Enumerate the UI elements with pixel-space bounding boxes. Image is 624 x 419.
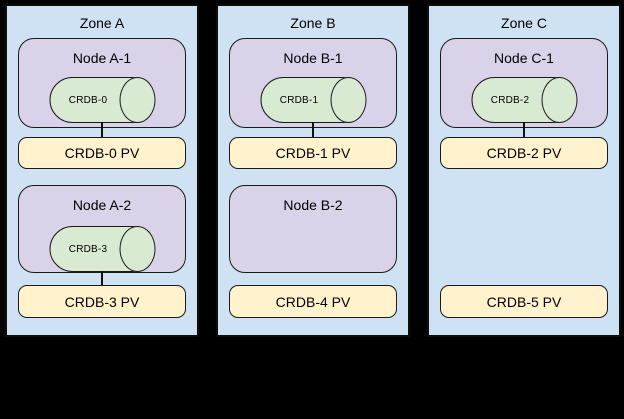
cylinder-end-ellipse <box>330 76 366 123</box>
node-a1-box: Node A-1 CRDB-0 <box>18 38 186 128</box>
node-b1-box: Node B-1 CRDB-1 <box>229 38 397 128</box>
node-c1-box: Node C-1 CRDB-2 <box>440 38 608 128</box>
crdb1-pv-box: CRDB-1 PV <box>229 137 397 169</box>
node-a2-label: Node A-2 <box>72 197 132 213</box>
crdb5-pv-label: CRDB-5 PV <box>486 293 562 310</box>
crdb2-to-pv-connector-line <box>523 122 525 137</box>
cylinder-end-ellipse <box>119 76 155 123</box>
crdb4-pv-label: CRDB-4 PV <box>275 293 351 310</box>
zone-c-container: Zone C Node C-1 CRDB-2 CRDB-2 PV CRDB-5 … <box>427 4 621 337</box>
node-a2-box: Node A-2 CRDB-3 <box>18 185 186 273</box>
crdb0-pod-cylinder: CRDB-0 <box>49 76 155 123</box>
cylinder-end-ellipse <box>541 76 577 123</box>
node-b2-label: Node B-2 <box>283 197 343 213</box>
node-c1-label: Node C-1 <box>494 50 554 66</box>
crdb2-pv-label: CRDB-2 PV <box>486 145 562 161</box>
crdb3-pod-label: CRDB-3 <box>68 243 108 255</box>
crdb3-pod-cylinder: CRDB-3 <box>49 225 155 272</box>
crdb3-pv-box: CRDB-3 PV <box>18 285 186 318</box>
node-b1-label: Node B-1 <box>283 50 343 66</box>
crdb1-to-pv-connector-line <box>312 122 314 137</box>
crdb1-pv-label: CRDB-1 PV <box>275 145 351 161</box>
crdb0-to-pv-connector-line <box>101 122 103 137</box>
crdb4-pv-box: CRDB-4 PV <box>229 285 397 318</box>
zone-a-label: Zone A <box>79 15 125 31</box>
cylinder-end-ellipse <box>119 225 155 272</box>
node-b2-box: Node B-2 <box>229 185 397 273</box>
crdb5-pv-box: CRDB-5 PV <box>440 285 608 318</box>
crdb0-pv-label: CRDB-0 PV <box>64 145 140 161</box>
crdb3-to-pv-connector-line <box>101 271 103 285</box>
crdb3-pv-label: CRDB-3 PV <box>64 293 140 310</box>
zone-c-label: Zone C <box>501 15 547 31</box>
crdb0-pv-box: CRDB-0 PV <box>18 137 186 169</box>
zone-a-container: Zone A Node A-1 CRDB-0 CRDB-0 PV Node A-… <box>5 4 199 337</box>
crdb1-pod-label: CRDB-1 <box>279 94 319 106</box>
crdb2-pod-cylinder: CRDB-2 <box>471 76 577 123</box>
crdb2-pv-box: CRDB-2 PV <box>440 137 608 169</box>
crdb1-pod-cylinder: CRDB-1 <box>260 76 366 123</box>
node-a1-label: Node A-1 <box>72 50 132 66</box>
zone-b-label: Zone B <box>290 15 336 31</box>
crdb0-pod-label: CRDB-0 <box>68 94 108 106</box>
crdb2-pod-label: CRDB-2 <box>490 94 530 106</box>
zone-b-container: Zone B Node B-1 CRDB-1 CRDB-1 PV Node B-… <box>216 4 410 337</box>
